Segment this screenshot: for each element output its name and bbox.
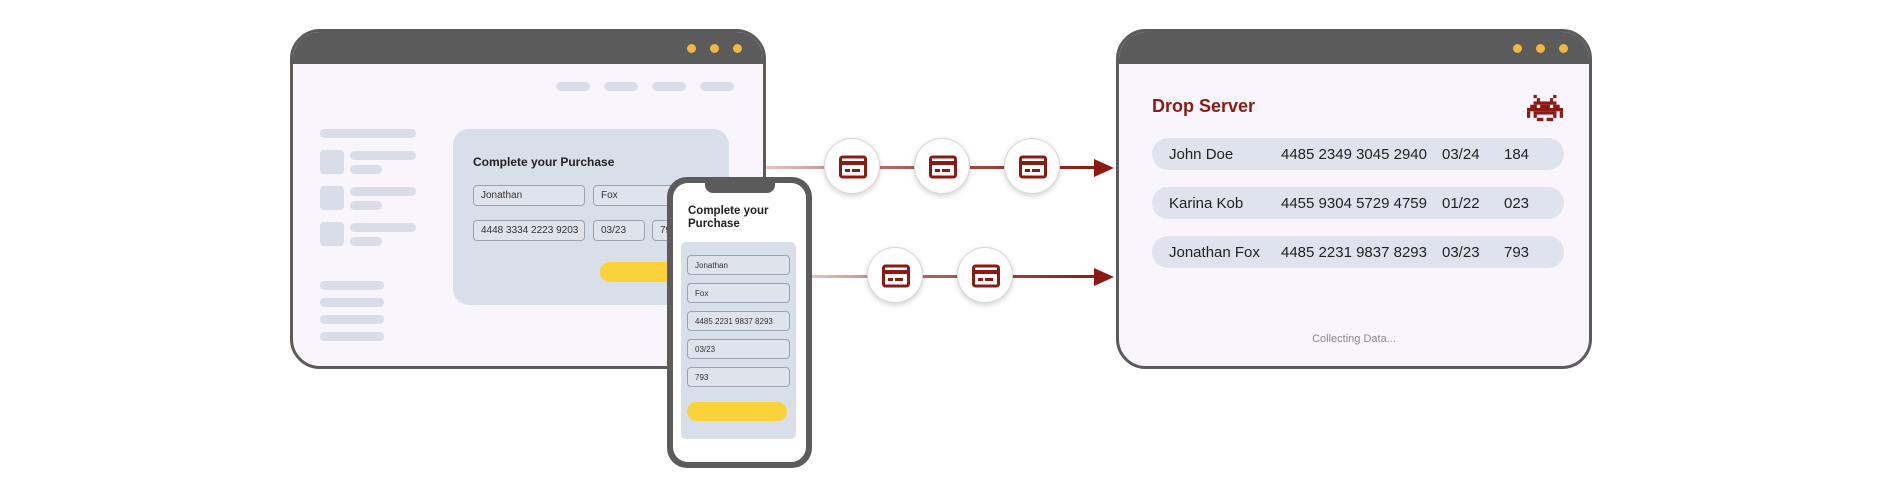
row-expiry: 03/23	[1442, 244, 1480, 261]
nav-placeholder	[652, 82, 686, 91]
sidebar-placeholder	[320, 315, 384, 324]
credit-card-icon	[839, 155, 867, 179]
sidebar-placeholder	[350, 151, 416, 160]
space-invader-icon	[1527, 94, 1563, 122]
sidebar-placeholder	[350, 165, 382, 174]
sidebar-square	[320, 186, 344, 210]
row-name: Karina Kob	[1169, 195, 1244, 212]
sidebar-placeholder	[350, 237, 382, 246]
row-cvv: 023	[1504, 195, 1530, 212]
row-name: John Doe	[1169, 146, 1234, 163]
credit-card-icon	[882, 264, 910, 288]
mobile-first-name-field[interactable]: Jonathan	[687, 255, 790, 275]
drop-server-title: Drop Server	[1152, 96, 1256, 116]
mobile-card-number-field[interactable]: 4485 2231 9837 8293	[687, 311, 790, 331]
row-expiry: 01/22	[1442, 195, 1480, 212]
exfiltration-line	[812, 275, 1100, 278]
nav-placeholder	[556, 82, 590, 91]
sidebar-placeholder	[350, 223, 416, 232]
mobile-form-panel: Jonathan Fox 4485 2231 9837 8293 03/23 7…	[681, 242, 796, 439]
card-data-node	[824, 138, 880, 194]
sidebar-placeholder	[320, 332, 384, 341]
mobile-form-title: Complete your Purchase	[688, 205, 769, 230]
window-title-bar	[293, 32, 763, 64]
mobile-cvv-field[interactable]: 793	[687, 367, 790, 387]
card-number-field[interactable]: 4448 3334 2223 9203	[473, 220, 585, 241]
credit-card-icon	[972, 264, 1000, 288]
nav-placeholder	[700, 82, 734, 91]
arrow-head-icon	[1094, 159, 1114, 177]
sidebar-placeholder	[350, 201, 382, 210]
row-cvv: 184	[1504, 146, 1530, 163]
card-data-node	[1004, 138, 1060, 194]
mobile-submit-button[interactable]	[687, 402, 787, 421]
sidebar-placeholder	[320, 129, 416, 138]
sidebar-placeholder	[350, 187, 416, 196]
form-title: Complete your Purchase	[473, 155, 615, 169]
stolen-data-row: Karina Kob 4455 9304 5729 4759 01/22 023	[1152, 187, 1564, 219]
mobile-last-name-field[interactable]: Fox	[687, 283, 790, 303]
nav-placeholder	[604, 82, 638, 91]
drop-server-window: Drop Server John Doe 4485 2349 3045 2940…	[1116, 29, 1592, 369]
row-card-number: 4455 9304 5729 4759	[1281, 195, 1427, 212]
sidebar-placeholder	[320, 298, 384, 307]
window-title-bar	[1119, 32, 1589, 64]
window-dot	[1513, 44, 1522, 53]
stolen-data-row: Jonathan Fox 4485 2231 9837 8293 03/23 7…	[1152, 236, 1564, 268]
card-data-node	[957, 247, 1013, 303]
first-name-field[interactable]: Jonathan	[473, 185, 585, 206]
window-dot	[733, 44, 742, 53]
row-expiry: 03/24	[1442, 146, 1480, 163]
mobile-expiry-field[interactable]: 03/23	[687, 339, 790, 359]
row-card-number: 4485 2231 9837 8293	[1281, 244, 1427, 261]
card-data-node	[867, 247, 923, 303]
collecting-status: Collecting Data...	[1312, 333, 1396, 345]
window-dot	[687, 44, 696, 53]
phone-notch	[705, 183, 775, 193]
mobile-phone: Complete your Purchase Jonathan Fox 4485…	[667, 177, 812, 468]
card-data-node	[914, 138, 970, 194]
phone-screen: Complete your Purchase Jonathan Fox 4485…	[673, 183, 806, 462]
credit-card-icon	[1019, 155, 1047, 179]
window-dot	[710, 44, 719, 53]
row-cvv: 793	[1504, 244, 1530, 261]
row-card-number: 4485 2349 3045 2940	[1281, 146, 1427, 163]
credit-card-icon	[929, 155, 957, 179]
row-name: Jonathan Fox	[1169, 244, 1260, 261]
sidebar-square	[320, 222, 344, 246]
window-dot	[1559, 44, 1568, 53]
expiry-field[interactable]: 03/23	[593, 220, 645, 241]
stolen-data-row: John Doe 4485 2349 3045 2940 03/24 184	[1152, 138, 1564, 170]
sidebar-placeholder	[320, 281, 384, 290]
arrow-head-icon	[1094, 268, 1114, 286]
window-dot	[1536, 44, 1545, 53]
sidebar-square	[320, 150, 344, 174]
